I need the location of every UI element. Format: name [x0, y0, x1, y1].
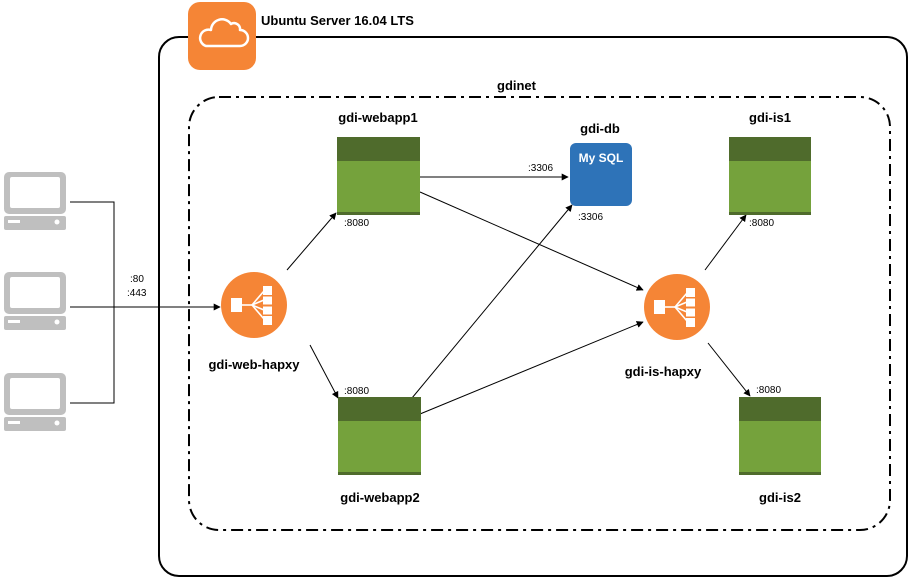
is1-container — [729, 137, 811, 215]
web-hapxy-label: gdi-web-hapxy — [208, 357, 300, 372]
computer-icon — [4, 172, 66, 230]
is2-port: :8080 — [756, 385, 781, 396]
client-port-443: :443 — [127, 288, 147, 299]
webapp1-container — [337, 137, 420, 215]
mysql-icon: My SQL — [570, 143, 632, 206]
db-label: gdi-db — [580, 121, 620, 136]
webapp2-port: :8080 — [344, 386, 369, 397]
webapp2-label: gdi-webapp2 — [340, 490, 419, 505]
is1-port: :8080 — [749, 218, 774, 229]
load-balancer-icon — [643, 273, 711, 341]
db-port-in: :3306 — [528, 163, 553, 174]
webapp1-label: gdi-webapp1 — [338, 110, 417, 125]
is-hapxy-label: gdi-is-hapxy — [625, 364, 702, 379]
connections — [286, 173, 751, 415]
is2-container — [739, 397, 821, 475]
load-balancer-icon — [220, 271, 288, 339]
client-port-80: :80 — [130, 274, 144, 285]
cloud-icon — [188, 2, 256, 70]
db-port-out: :3306 — [578, 212, 603, 223]
is1-label: gdi-is1 — [749, 110, 791, 125]
mysql-logo-text: My SQL — [579, 151, 624, 165]
network-container — [188, 96, 891, 531]
webapp2-container — [338, 397, 421, 475]
client-connectors — [70, 201, 221, 404]
webapp1-port: :8080 — [344, 218, 369, 229]
is2-label: gdi-is2 — [759, 490, 801, 505]
server-title: Ubuntu Server 16.04 LTS — [261, 13, 414, 28]
computer-icon — [4, 272, 66, 330]
network-label: gdinet — [497, 78, 537, 93]
computer-icon — [4, 373, 66, 431]
